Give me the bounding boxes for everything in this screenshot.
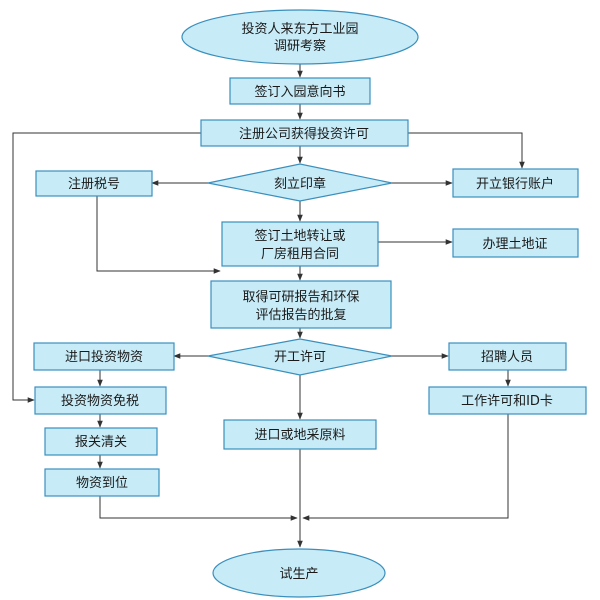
node-start-line1: 投资人来东方工业园 [241, 21, 358, 37]
node-carve-seal: 刻立印章 [207, 163, 393, 202]
node-start-permit-label: 开工许可 [274, 350, 326, 365]
node-raw-materials-label: 进口或地采原料 [254, 428, 345, 443]
node-customs-label: 报关清关 [75, 435, 127, 450]
node-recruit: 招聘人员 [448, 342, 567, 371]
node-register-company: 注册公司获得投资许可 [200, 119, 409, 147]
node-sign-intent-label: 签订入园意向书 [254, 84, 345, 100]
node-trial-label: 试生产 [279, 567, 318, 582]
edge-workpermit-to-trial [302, 414, 509, 521]
node-tax-register: 注册税号 [35, 170, 153, 197]
node-import-goods-label: 进口投资物资 [65, 349, 143, 365]
node-tax-register-label: 注册税号 [68, 177, 120, 192]
edges [12, 64, 525, 548]
node-sign-intent: 签订入园意向书 [229, 77, 371, 105]
node-bank-account-label: 开立银行账户 [476, 176, 554, 192]
node-feasibility-line2: 评估报告的批复 [255, 307, 346, 323]
node-import-goods: 进口投资物资 [33, 342, 175, 371]
edge-register-to-bank [408, 132, 525, 169]
node-land-cert: 办理土地证 [452, 228, 579, 258]
node-arrival-label: 物资到位 [76, 476, 128, 491]
node-customs: 报关清关 [44, 427, 158, 456]
node-start-line2: 调研考察 [274, 39, 326, 54]
node-feasibility: 取得可研报告和环保 评估报告的批复 [210, 280, 392, 329]
node-raw-materials: 进口或地采原料 [223, 419, 377, 450]
node-trial: 试生产 [212, 548, 386, 598]
node-start: 投资人来东方工业园 调研考察 [181, 9, 419, 65]
node-work-permit: 工作许可和ID卡 [428, 386, 587, 415]
edge-arrival-to-trial [99, 496, 298, 521]
node-bank-account: 开立银行账户 [452, 168, 579, 198]
node-start-permit: 开工许可 [207, 338, 393, 376]
node-land-contract: 签订土地转让或 厂房租用合同 [221, 221, 379, 267]
edge-taxreg-to-land [96, 196, 221, 274]
node-work-permit-label: 工作许可和ID卡 [461, 394, 553, 409]
node-land-contract-line1: 签订土地转让或 [254, 228, 345, 244]
node-register-company-label: 注册公司获得投资许可 [239, 126, 369, 142]
node-tax-exempt: 投资物资免税 [34, 386, 167, 415]
node-tax-exempt-label: 投资物资免税 [61, 393, 139, 409]
node-land-contract-line2: 厂房租用合同 [261, 246, 339, 262]
node-arrival: 物资到位 [44, 468, 160, 497]
node-feasibility-line1: 取得可研报告和环保 [242, 289, 359, 305]
node-land-cert-label: 办理土地证 [482, 237, 547, 252]
edge-register-to-taxexempt [12, 132, 201, 403]
nodes: 投资人来东方工业园 调研考察 签订入园意向书 注册公司获得投资许可 刻立印章 注… [33, 9, 587, 598]
node-carve-seal-label: 刻立印章 [274, 176, 326, 192]
node-recruit-label: 招聘人员 [481, 350, 533, 365]
